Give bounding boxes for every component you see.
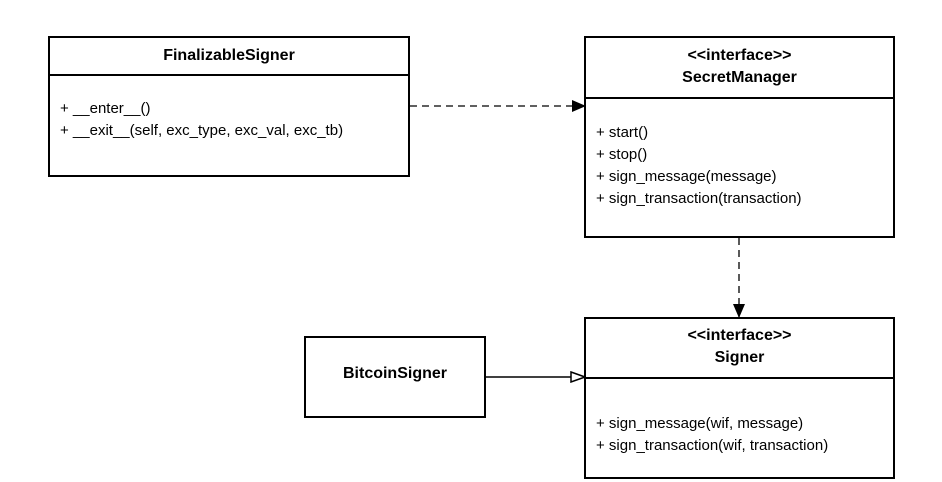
method-item: + stop() bbox=[596, 146, 648, 163]
class-stereotype: <<interface>> bbox=[687, 47, 792, 64]
class-members: + start() + stop() + sign_message(messag… bbox=[596, 122, 889, 210]
class-name: BitcoinSigner bbox=[342, 365, 447, 382]
method-item: + __exit__(self, exc_type, exc_val, exc_… bbox=[60, 122, 344, 139]
class-header: FinalizableSigner bbox=[50, 38, 408, 76]
class-name: FinalizableSigner bbox=[163, 47, 295, 64]
method-item: + start() bbox=[596, 124, 649, 141]
class-signer[interactable]: <<interface>> Signer + sign_message(wif,… bbox=[584, 317, 895, 479]
class-members: + __enter__() + __exit__(self, exc_type,… bbox=[60, 98, 404, 142]
class-secretmanager[interactable]: <<interface>> SecretManager + start() + … bbox=[584, 36, 895, 238]
class-bitcoinsigner[interactable]: BitcoinSigner bbox=[304, 336, 486, 418]
class-finalizablesigner[interactable]: FinalizableSigner + __enter__() + __exit… bbox=[48, 36, 410, 177]
class-name: Signer bbox=[714, 349, 765, 366]
class-name: SecretManager bbox=[682, 69, 797, 86]
class-stereotype: <<interface>> bbox=[687, 327, 792, 344]
class-header: <<interface>> SecretManager bbox=[586, 38, 893, 99]
class-header: <<interface>> Signer bbox=[586, 319, 893, 379]
method-item: + __enter__() bbox=[60, 100, 151, 117]
method-item: + sign_message(wif, message) bbox=[596, 415, 804, 432]
method-item: + sign_transaction(transaction) bbox=[596, 190, 802, 207]
method-item: + sign_message(message) bbox=[596, 168, 777, 185]
class-members: + sign_message(wif, message) + sign_tran… bbox=[596, 413, 889, 457]
method-item: + sign_transaction(wif, transaction) bbox=[596, 437, 829, 454]
